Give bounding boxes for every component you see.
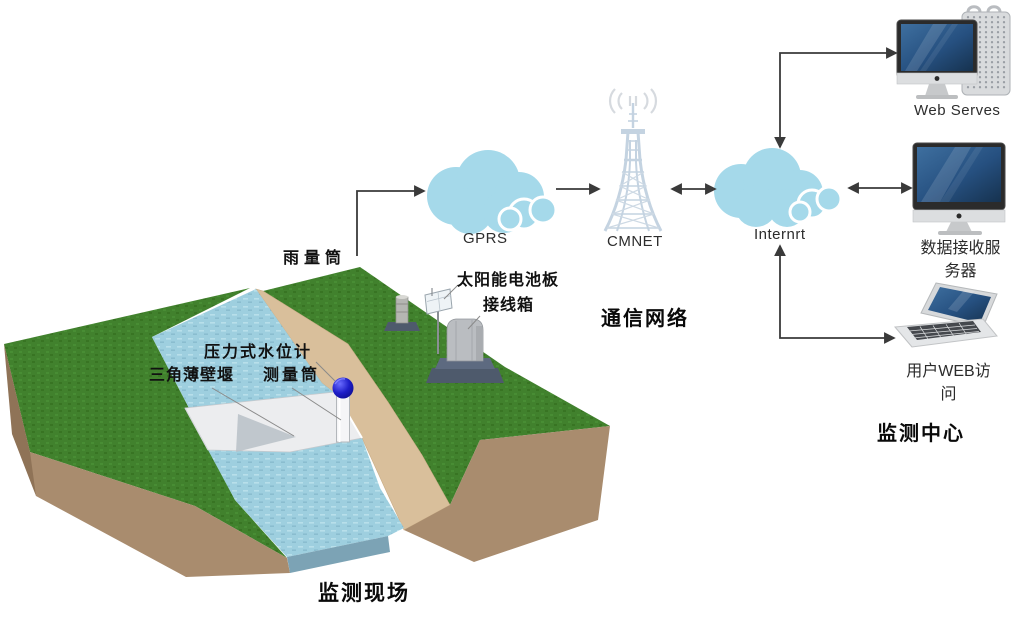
left-soil-face: [4, 344, 290, 577]
junction-box-icon: [426, 318, 504, 383]
weir-icon: [184, 391, 363, 453]
internet-label: Internrt: [754, 226, 806, 243]
cmnet-label: CMNET: [607, 233, 663, 250]
site-illustration: [4, 267, 610, 577]
junction-box-label: 接线箱: [483, 297, 535, 314]
section-communication-network: 通信网络: [601, 308, 689, 330]
hill-grass-top: [263, 267, 610, 505]
user-web-label: 用户WEB访问: [906, 363, 991, 404]
arrow-internet-webserver: [774, 47, 898, 149]
connectors: [356, 47, 913, 344]
downstream-water: [208, 438, 404, 557]
web-server-label: Web Serves: [914, 102, 1001, 119]
data-server-label: 数据接收服务器: [920, 240, 1001, 281]
cmnet-tower-icon: [603, 88, 663, 232]
arrow-site-to-gprs: [356, 185, 426, 256]
weir-label: 三角薄壁堰: [149, 367, 235, 384]
solar-panel-icon: [424, 288, 453, 354]
user-laptop-icon: [893, 282, 998, 348]
upstream-water: [152, 289, 335, 410]
section-monitoring-site: 监测现场: [318, 582, 410, 605]
internet-cloud-icon: [714, 148, 843, 227]
leader-lines: [211, 284, 481, 437]
rain-gauge-label: 雨量筒: [283, 250, 347, 267]
rain-gauge-icon: [384, 295, 420, 331]
left-grass-top: [4, 288, 287, 558]
arrow-internet-userweb: [774, 244, 896, 344]
measuring-tube-label: 测量筒: [263, 367, 321, 384]
solar-panel-label: 太阳能电池板: [457, 272, 560, 289]
water-front-face: [287, 536, 390, 573]
left-soil-edge: [4, 344, 36, 496]
section-monitoring-center: 监测中心: [877, 423, 965, 445]
water-level-sensor-icon: [332, 377, 354, 443]
web-server-icon: [896, 5, 1011, 99]
data-server-icon: [912, 142, 1006, 235]
hill-soil-face: [404, 426, 610, 562]
gprs-label: GPRS: [463, 230, 508, 247]
gprs-cloud-icon: [427, 150, 558, 234]
pressure-gauge-label: 压力式水位计: [204, 344, 313, 361]
